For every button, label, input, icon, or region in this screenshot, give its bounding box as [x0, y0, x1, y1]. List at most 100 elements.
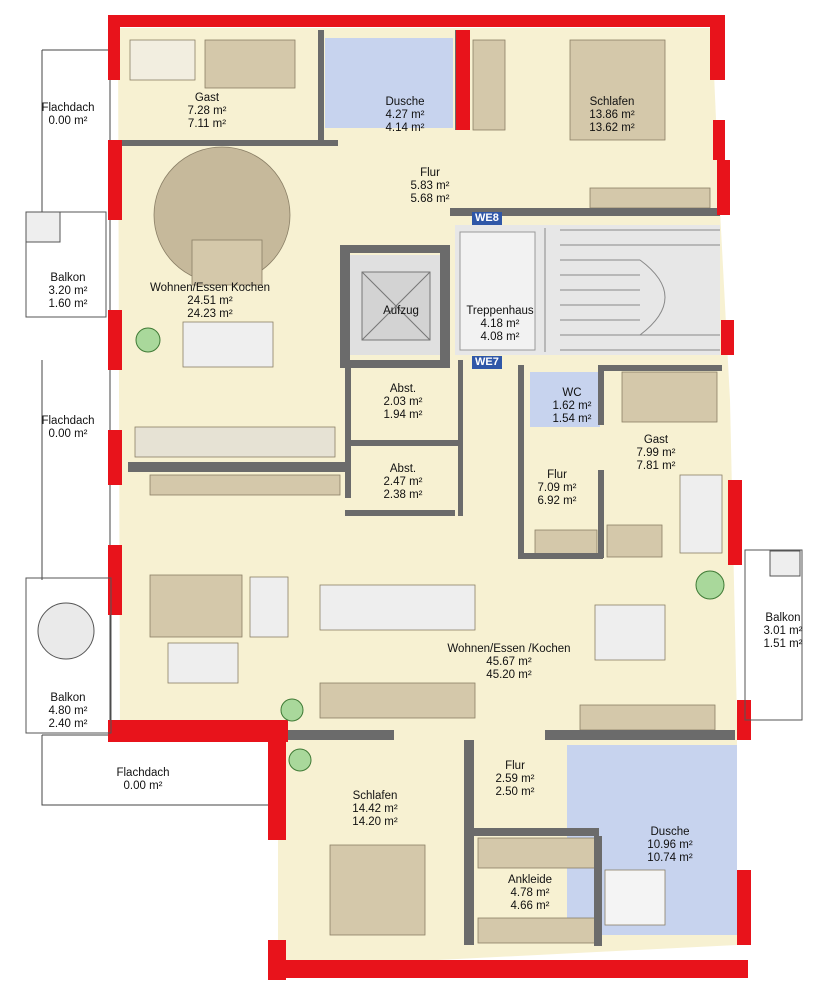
dining-top — [182, 321, 274, 368]
outer-walls — [108, 15, 751, 980]
room-name: Abst. — [389, 463, 417, 475]
room-label-flur-bottom: Flur 2.59 m² 2.50 m² — [496, 760, 535, 799]
sideboard-bottom — [579, 704, 716, 731]
tile-wc — [530, 372, 600, 427]
room-label-flur-top: Flur 5.83 m² 5.68 m² — [411, 167, 450, 206]
outside-name: Balkon — [50, 272, 86, 284]
outside-area-1: 3.20 m² — [48, 285, 88, 297]
outside-label-balkon-3: Balkon 3.01 m² 1.51 m² — [764, 612, 803, 651]
outside-area: 0.00 m² — [123, 780, 163, 792]
landing — [459, 231, 536, 351]
balkon-3-outline — [744, 549, 803, 721]
room-area-2: 7.11 m² — [187, 118, 227, 130]
sofa-top — [191, 239, 263, 286]
rug-wohnen — [149, 574, 243, 638]
room-name: Wohnen/Essen Kochen — [150, 282, 270, 294]
outside-area-1: 3.01 m² — [763, 625, 803, 637]
outside-label-flachdach-3: Flachdach 0.00 m² — [116, 767, 169, 793]
outside-area-2: 1.51 m² — [763, 638, 803, 650]
outside-name: Flachdach — [41, 415, 95, 427]
room-name: Gast — [643, 434, 669, 446]
room-name: Ankleide — [507, 874, 553, 886]
outside-area-2: 2.40 m² — [48, 718, 88, 730]
room-label-treppenhaus: Treppenhaus 4.18 m² 4.08 m² — [466, 305, 533, 344]
wardrobe-top — [472, 39, 506, 131]
room-label-dusche-top: Dusche 4.27 m² 4.14 m² — [386, 96, 425, 135]
room-name: Flur — [505, 760, 525, 772]
room-name: Schlafen — [589, 96, 635, 108]
outside-label-balkon-1: Balkon 3.20 m² 1.60 m² — [49, 272, 88, 311]
stair-marker-we8: WE8 — [472, 212, 502, 225]
bench-flur-mid — [534, 529, 598, 556]
kitchen-row-bottom — [319, 682, 476, 719]
room-area-1: 4.27 m² — [385, 109, 425, 121]
room-area-2: 1.54 m² — [552, 413, 592, 425]
armchair-wohnen — [249, 576, 289, 638]
outside-name: Balkon — [50, 692, 86, 704]
room-area-1: 2.47 m² — [383, 476, 423, 488]
sofa-wohnen — [167, 642, 239, 684]
room-name: Flur — [547, 469, 567, 481]
room-area-2: 2.50 m² — [495, 786, 535, 798]
dresser-top — [589, 187, 711, 209]
room-area-1: 2.03 m² — [383, 396, 423, 408]
outside-name: Balkon — [765, 612, 801, 624]
desk-gast-top — [129, 39, 196, 81]
room-area-2: 1.94 m² — [383, 409, 423, 421]
closet-ankleide — [477, 837, 597, 869]
room-label-gast-top: Gast 7.28 m² 7.11 m² — [188, 92, 227, 131]
plant-3 — [280, 698, 304, 722]
room-name: Wohnen/Essen /Kochen — [447, 643, 571, 655]
room-label-schlafen-top: Schlafen 13.86 m² 13.62 m² — [589, 96, 634, 135]
room-area-2: 24.23 m² — [187, 308, 233, 320]
room-label-wohnen-top: Wohnen/Essen Kochen 24.51 m² 24.23 m² — [150, 282, 270, 321]
room-area-2: 6.92 m² — [537, 495, 577, 507]
kitchen-row-top — [134, 426, 336, 458]
outside-area-2: 1.60 m² — [48, 298, 88, 310]
room-area-2: 2.38 m² — [383, 489, 423, 501]
balkon-3-frame — [769, 550, 801, 577]
bed-schlafen-bottom — [329, 844, 426, 936]
room-area-2: 5.68 m² — [410, 193, 450, 205]
room-area-2: 45.20 m² — [486, 669, 532, 681]
room-label-gast-mid: Gast 7.99 m² 7.81 m² — [637, 434, 676, 473]
room-name: Abst. — [389, 383, 417, 395]
room-name: Treppenhaus — [466, 305, 534, 317]
room-area-2: 10.74 m² — [647, 852, 693, 864]
outside-name: Flachdach — [41, 102, 95, 114]
plants — [135, 327, 725, 772]
room-label-abst-1: Abst. 2.03 m² 1.94 m² — [384, 383, 423, 422]
kitchen-island — [319, 584, 476, 631]
plant-2 — [695, 570, 725, 600]
room-area-1: 5.83 m² — [410, 180, 450, 192]
plant-4 — [288, 748, 312, 772]
outside-label-flachdach-1: Flachdach 0.00 m² — [41, 102, 94, 128]
room-label-wohnen-bottom: Wohnen/Essen /Kochen 45.67 m² 45.20 m² — [447, 643, 570, 682]
room-name: Flur — [420, 167, 440, 179]
balkon-2-table — [37, 602, 95, 660]
shower-bottom — [604, 869, 666, 926]
closet-ankleide-2 — [477, 917, 597, 944]
room-name: Aufzug — [383, 305, 419, 317]
outside-area-1: 4.80 m² — [48, 705, 88, 717]
room-area-1: 45.67 m² — [486, 656, 532, 668]
room-area-1: 2.59 m² — [495, 773, 535, 785]
bed-gast-top — [204, 39, 296, 89]
room-area-1: 1.62 m² — [552, 400, 592, 412]
outside-area: 0.00 m² — [48, 428, 88, 440]
room-name: Schlafen — [352, 790, 398, 802]
tile-dusche-top — [325, 38, 453, 128]
room-name: Dusche — [385, 96, 425, 108]
outside-label-balkon-2: Balkon 4.80 m² 2.40 m² — [49, 692, 88, 731]
room-area-2: 14.20 m² — [352, 816, 398, 828]
dining-wohnen — [594, 604, 666, 661]
room-label-ankleide: Ankleide 4.78 m² 4.66 m² — [508, 874, 552, 913]
room-label-wc: WC 1.62 m² 1.54 m² — [553, 387, 592, 426]
balconies — [25, 211, 803, 734]
bed-gast-mid — [621, 371, 718, 423]
counter-mid — [606, 524, 663, 558]
room-name: Gast — [194, 92, 220, 104]
outside-name: Flachdach — [116, 767, 170, 779]
room-area-2: 4.66 m² — [510, 900, 550, 912]
